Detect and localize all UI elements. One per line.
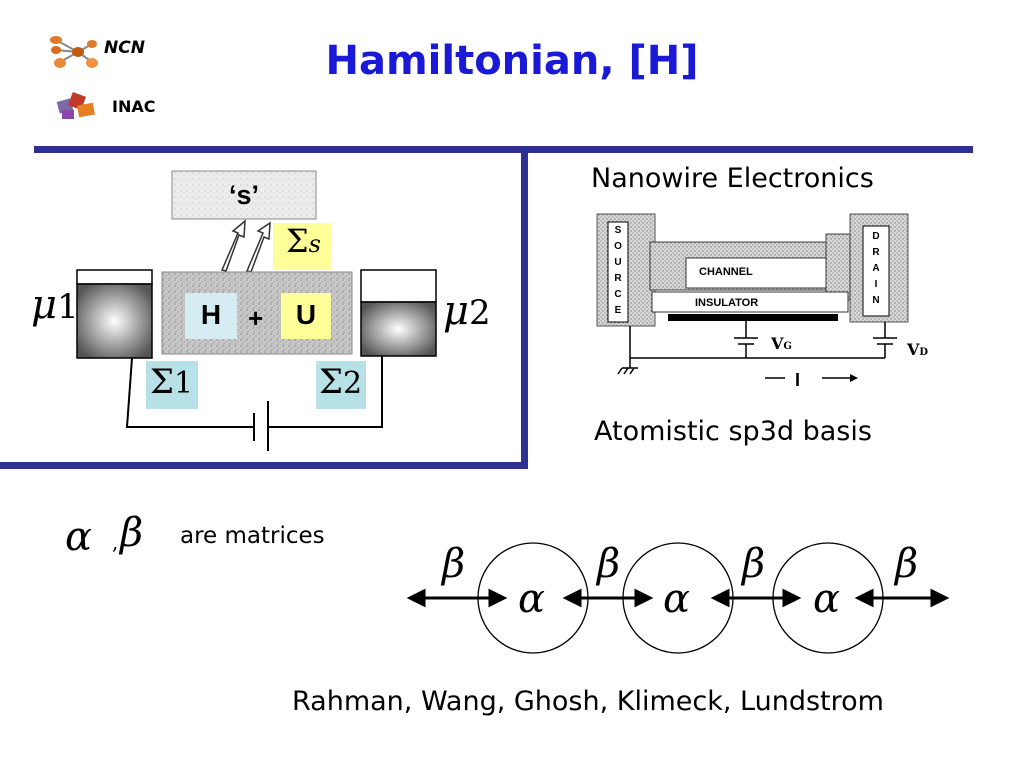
top-divider xyxy=(34,146,973,153)
device-diagram xyxy=(76,170,437,451)
insulator-label: INSULATOR xyxy=(695,297,759,309)
sigma-s-box xyxy=(273,223,331,270)
nw-gate xyxy=(668,314,838,321)
sigma1-box xyxy=(146,361,198,409)
nw-circuit xyxy=(617,321,897,379)
sigma2-label: Σ2 xyxy=(319,362,362,402)
sigma-s-sub: s xyxy=(308,230,321,258)
mu2-base: μ xyxy=(443,288,469,334)
nw-channel-right xyxy=(825,233,851,301)
nanowire-diagram xyxy=(596,213,909,382)
vd-base: V xyxy=(907,340,920,359)
beta-symbol: β xyxy=(120,510,144,556)
h-box xyxy=(185,293,237,339)
left-contact xyxy=(76,283,153,359)
mu2-sub: 2 xyxy=(469,293,491,333)
source-letters: S O U R C E xyxy=(608,223,628,319)
matrices-text: are matrices xyxy=(180,523,325,549)
inac-label: INAC xyxy=(112,97,156,116)
mu1-base: μ xyxy=(31,282,57,328)
sigma2-base: Σ xyxy=(319,362,344,402)
source-letter: C xyxy=(614,289,622,300)
sigma1-sub: 1 xyxy=(174,366,194,401)
drain-letter: A xyxy=(872,263,880,274)
ncn-logo-icon xyxy=(50,36,98,68)
sigma2-sub: 2 xyxy=(343,366,363,401)
u-label: U xyxy=(295,299,317,330)
sigma-s-label: Σs xyxy=(286,222,321,260)
drain-letters: D R A I N xyxy=(863,229,889,309)
sigma1-label: Σ1 xyxy=(150,362,193,402)
inac-logo xyxy=(52,88,100,122)
mu1-label: μ1 xyxy=(31,282,79,328)
page-title: Hamiltonian, [H] xyxy=(325,38,699,84)
vg-base: V xyxy=(771,334,784,353)
alpha-symbol: α xyxy=(65,514,93,560)
source-letter: U xyxy=(614,257,622,268)
chain-beta-3: β xyxy=(742,541,766,587)
plus-label: + xyxy=(248,303,264,333)
sigma-s-base: Σ xyxy=(286,222,309,260)
s-label: ‘s’ xyxy=(228,180,260,210)
drain-letter: R xyxy=(872,247,880,258)
sigma1-base: Σ xyxy=(150,362,175,402)
drain-letter: I xyxy=(874,279,878,290)
channel-label: CHANNEL xyxy=(699,266,753,278)
drain-letter: D xyxy=(872,231,880,242)
source-inner xyxy=(607,221,629,323)
vg-sub: G xyxy=(783,341,792,352)
chain-alpha-3: α xyxy=(813,576,841,622)
source-letter: O xyxy=(614,241,622,252)
coupling-arrows xyxy=(406,588,950,608)
panel-bottom-divider xyxy=(0,462,528,469)
chain-beta-4: β xyxy=(895,541,919,587)
chain-alpha-2: α xyxy=(663,576,691,622)
chain-beta-2: β xyxy=(597,541,621,587)
right-contact xyxy=(360,301,437,357)
vd-sub: D xyxy=(919,347,929,358)
drain-letter: N xyxy=(872,295,880,306)
nanowire-title: Nanowire Electronics xyxy=(591,163,874,194)
chain-alpha-1: α xyxy=(518,576,546,622)
chain-diagram xyxy=(406,542,950,654)
circuit-wire xyxy=(125,356,383,451)
source-letter: E xyxy=(614,305,622,316)
panel-vertical-divider xyxy=(521,153,528,469)
sigma2-box xyxy=(316,361,366,409)
ncn-logo xyxy=(48,30,100,76)
s-box xyxy=(171,170,317,220)
drain-inner xyxy=(862,225,890,317)
source-letter: R xyxy=(614,273,622,284)
nw-channel-inner xyxy=(685,257,831,289)
h-label: H xyxy=(200,299,222,330)
basis-caption: Atomistic sp3d basis xyxy=(594,416,872,447)
mu1-sub: 1 xyxy=(57,287,79,327)
chain-beta-1: β xyxy=(442,541,466,587)
current-arrow-head xyxy=(850,374,858,382)
left-contact-top xyxy=(76,269,153,285)
vd-label: VD xyxy=(907,340,928,359)
exchange-arrows xyxy=(220,219,271,273)
right-contact-top xyxy=(360,269,437,303)
current-label: I xyxy=(795,370,801,390)
comma-symbol: , xyxy=(112,530,119,554)
authors-caption: Rahman, Wang, Ghosh, Klimeck, Lundstrom xyxy=(292,686,884,717)
vg-label: VG xyxy=(771,334,792,353)
inac-logo-icon xyxy=(56,92,95,119)
mu2-label: μ2 xyxy=(443,288,491,334)
nw-insulator xyxy=(651,291,849,313)
u-box xyxy=(281,293,331,339)
ncn-label: NCN xyxy=(104,38,145,58)
source-letter: S xyxy=(614,225,622,236)
